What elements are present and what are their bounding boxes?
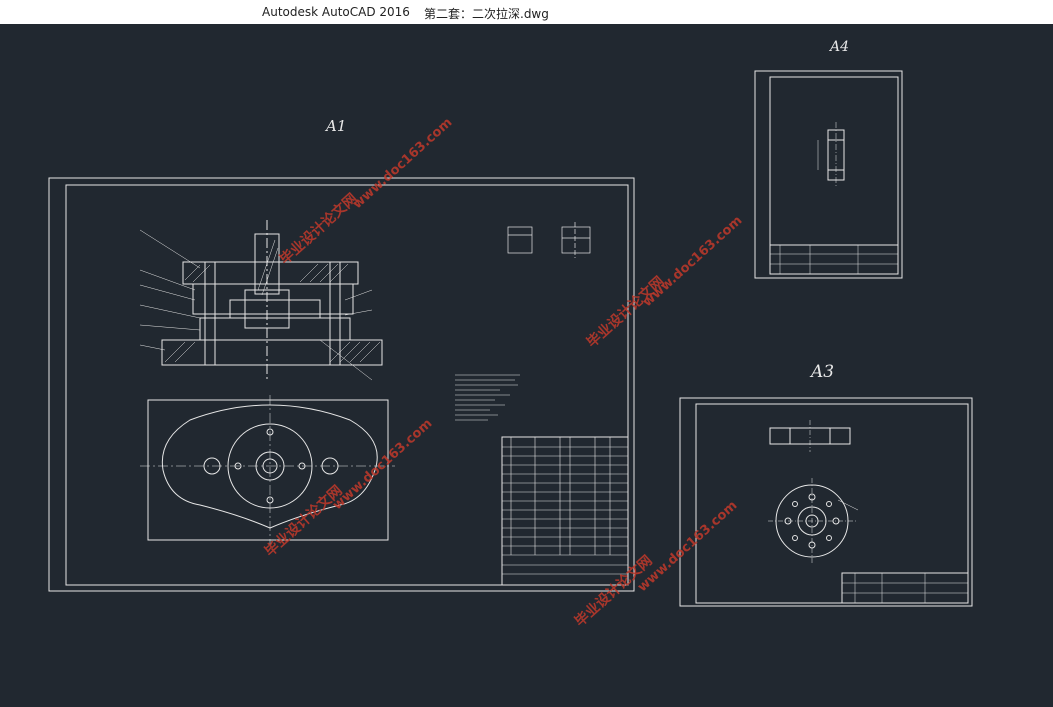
a4-outer-frame [754,70,903,279]
a3-outer-frame [679,397,973,607]
a3-inner-frame [695,403,969,604]
a1-title-block [501,436,629,586]
a1-hatching [164,239,381,363]
app-title: Autodesk AutoCAD 2016 [262,5,410,19]
a1-technical-notes [455,374,520,421]
a3-title-block [841,572,969,604]
a3-part-view [768,420,859,564]
file-name: 第二套：二次拉深.dwg [424,7,549,21]
a1-outer-frame [48,177,635,592]
sheet-label-a1: A1 [326,117,347,135]
a4-part-view [817,122,845,188]
a1-detail-views [507,222,591,258]
a1-section-view [161,220,383,380]
cad-drawing [48,70,973,607]
sheet-label-a4: A4 [830,39,850,55]
a4-inner-frame [769,76,899,275]
a4-title-block [769,244,899,275]
a1-plan-view [140,395,395,545]
sheet-label-a3: A3 [811,362,835,382]
drawing-canvas[interactable]: A1 A4 A3 毕业设计论文网 www.doc163.com 毕业设计论文网 … [0,24,1053,707]
a1-leader-lines [139,229,373,381]
title-bar: Autodesk AutoCAD 2016 第二套：二次拉深.dwg [0,0,1053,24]
a1-inner-frame [65,184,629,586]
